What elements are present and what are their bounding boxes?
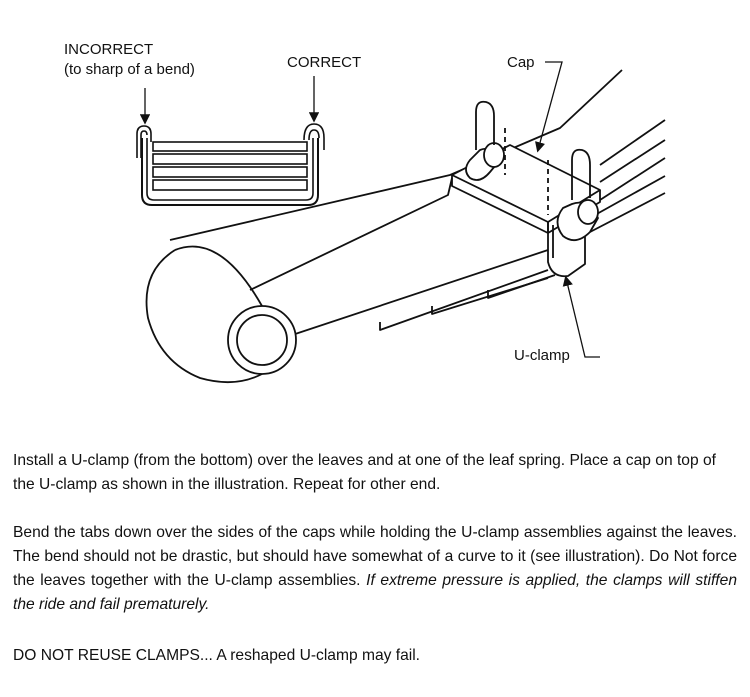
leaf-spring-illustration bbox=[136, 61, 666, 384]
instruction-paragraph-2: Bend the tabs down over the sides of the… bbox=[13, 521, 737, 617]
incorrect-note-label: (to sharp of a bend) bbox=[64, 61, 195, 78]
cap-label: Cap bbox=[507, 54, 535, 71]
instruction-paragraph-1: Install a U-clamp (from the bottom) over… bbox=[13, 452, 716, 493]
leaf-spring bbox=[145, 69, 666, 384]
incorrect-label: INCORRECT bbox=[64, 41, 154, 58]
instruction-paragraph-2-text: Bend the tabs down over the sides of the… bbox=[13, 524, 737, 589]
correct-label: CORRECT bbox=[287, 54, 362, 71]
label-arrows bbox=[139, 61, 600, 358]
u-clamp-label: U-clamp bbox=[514, 347, 570, 364]
cross-section-detail bbox=[136, 123, 325, 206]
instruction-paragraph-2-warning: If extreme pressure is applied, the clam… bbox=[13, 572, 737, 613]
instruction-paragraph-3: DO NOT REUSE CLAMPS... A reshaped U-clam… bbox=[13, 647, 421, 664]
